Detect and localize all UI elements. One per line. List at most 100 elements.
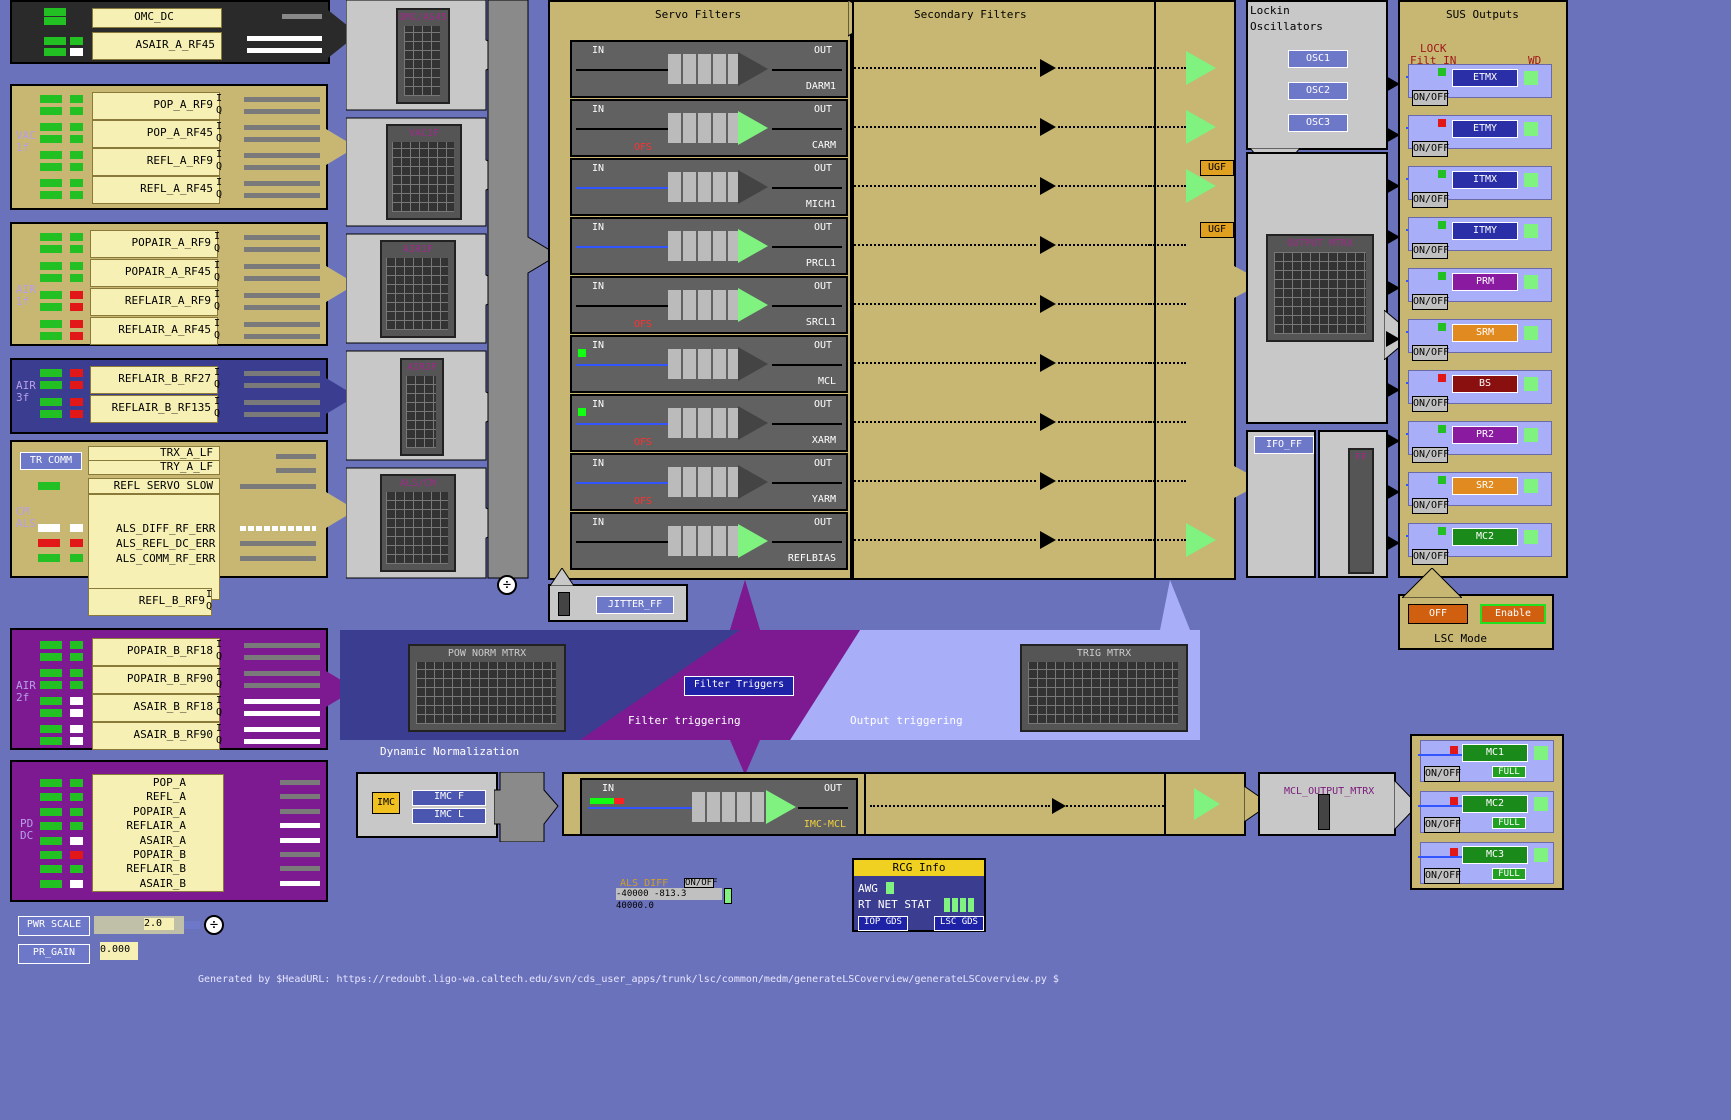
channel-button[interactable]: REFLAIR_B_RF135	[90, 395, 218, 423]
filter-triggers-button[interactable]: Filter Triggers	[684, 676, 794, 696]
pd-channel-label[interactable]: POP_A	[152, 776, 186, 789]
filter-cells[interactable]	[668, 408, 740, 438]
ugf-button-1[interactable]: UGF	[1200, 160, 1234, 176]
als-err-label[interactable]: ALS_REFL_DC_ERR	[116, 537, 216, 550]
trx-label[interactable]: TRX_A_LF	[88, 446, 220, 461]
channel-button[interactable]: REFL_A_RF9	[92, 148, 220, 176]
iop-gds-button[interactable]: IOP GDS	[858, 916, 908, 931]
lsc-mode-off-button[interactable]: OFF	[1408, 604, 1468, 624]
filter-cells[interactable]	[668, 172, 740, 202]
refl-servo-slow-label[interactable]: REFL SERVO SLOW	[88, 478, 220, 494]
sus-sr2-button[interactable]: SR2	[1452, 477, 1518, 495]
imc-f-button[interactable]: IMC F	[412, 790, 486, 806]
als-err-label[interactable]: ALS_COMM_RF_ERR	[116, 552, 216, 565]
sus-etmy-button[interactable]: ETMY	[1452, 120, 1518, 138]
pd-channel-label[interactable]: REFL_A	[146, 790, 186, 804]
mc-onoff-button[interactable]: ON/OFF	[1424, 766, 1461, 782]
sus-pr2-button[interactable]: PR2	[1452, 426, 1518, 444]
mc-full-button[interactable]: FULL	[1492, 817, 1526, 829]
channel-button[interactable]: ASAIR_B_RF18	[92, 694, 220, 722]
filter-cells[interactable]	[668, 467, 740, 497]
sus-onoff-button[interactable]: ON/OFF	[1412, 447, 1449, 463]
osc1-button[interactable]: OSC1	[1288, 50, 1348, 68]
pwr-scale-button[interactable]: PWR SCALE	[18, 916, 90, 936]
mc-onoff-button[interactable]: ON/OFF	[1424, 817, 1461, 833]
osc2-button[interactable]: OSC2	[1288, 82, 1348, 100]
channel-button[interactable]: REFL_A_RF45	[92, 176, 220, 204]
sus-srm-button[interactable]: SRM	[1452, 324, 1518, 342]
mc-full-button[interactable]: FULL	[1492, 766, 1526, 778]
filter-cells[interactable]	[668, 113, 740, 143]
sus-onoff-button[interactable]: ON/OFF	[1412, 141, 1449, 157]
sus-onoff-button[interactable]: ON/OFF	[1412, 498, 1449, 514]
channel-button[interactable]: REFLAIR_A_RF9	[90, 288, 218, 316]
pwr-scale-slider[interactable]: 2.0	[94, 916, 184, 934]
air3f-matrix[interactable]: AIR3F	[400, 358, 444, 456]
filter-cells[interactable]	[668, 526, 740, 556]
sus-onoff-button[interactable]: ON/OFF	[1412, 90, 1449, 106]
pd-channel-label[interactable]: REFLAIR_A	[126, 819, 186, 833]
ugf-button-2[interactable]: UGF	[1200, 222, 1234, 238]
pd-channel-label[interactable]: POPAIR_B	[133, 848, 186, 861]
omc-dc-label[interactable]: OMC_DC	[92, 8, 222, 28]
als-err-label[interactable]: ALS_DIFF_RF_ERR	[116, 522, 216, 535]
channel-button[interactable]: POP_A_RF9	[92, 92, 220, 120]
tr-comm-button[interactable]: TR COMM	[20, 452, 82, 470]
sus-prm-button[interactable]: PRM	[1452, 273, 1518, 291]
mcl-output-matrix[interactable]	[1318, 794, 1330, 830]
filter-cells[interactable]	[668, 231, 740, 261]
pwr-scale-value[interactable]: 2.0	[144, 918, 174, 930]
als-diff-slider[interactable]: -40000 -813.3 40000.0	[616, 888, 722, 911]
pow-norm-matrix[interactable]: POW NORM MTRX	[408, 644, 566, 732]
omc-as45-matrix[interactable]: OMC/AS45	[396, 8, 450, 104]
sus-onoff-button[interactable]: ON/OFF	[1412, 345, 1449, 361]
mc-mc1-button[interactable]: MC1	[1462, 744, 1528, 762]
pr-gain-button[interactable]: PR_GAIN	[18, 944, 90, 964]
divide-icon[interactable]: ÷	[497, 575, 517, 595]
als-diff-onoff-button[interactable]: ON/OFF	[684, 878, 718, 888]
channel-button[interactable]: POPAIR_B_RF90	[92, 666, 220, 694]
pd-channel-label[interactable]: POPAIR_A	[133, 804, 186, 818]
mc-onoff-button[interactable]: ON/OFF	[1424, 868, 1461, 884]
trig-matrix[interactable]: TRIG MTRX	[1020, 644, 1188, 732]
filter-cells[interactable]	[668, 349, 740, 379]
sus-mc2-button[interactable]: MC2	[1452, 528, 1518, 546]
sus-onoff-button[interactable]: ON/OFF	[1412, 549, 1449, 565]
ff-matrix[interactable]: FF	[1348, 448, 1374, 574]
mc-mc3-button[interactable]: MC3	[1462, 846, 1528, 864]
osc3-button[interactable]: OSC3	[1288, 114, 1348, 132]
channel-button[interactable]: REFLAIR_A_RF45	[90, 317, 218, 345]
air1f-matrix[interactable]: AIR1F	[380, 240, 456, 338]
sus-itmy-button[interactable]: ITMY	[1452, 222, 1518, 240]
mc-mc2-button[interactable]: MC2	[1462, 795, 1528, 813]
imc-l-button[interactable]: IMC L	[412, 808, 486, 824]
output-matrix[interactable]: OUTPUT MTRX	[1266, 234, 1374, 342]
pd-channel-label[interactable]: REFLAIR_B	[126, 862, 186, 876]
als-diff-widget[interactable]: ALS DIFF ON/OFF -40000 -813.3 40000.0	[616, 878, 732, 911]
try-label[interactable]: TRY_A_LF	[88, 460, 220, 475]
jitter-ff-button[interactable]: JITTER_FF	[596, 596, 674, 614]
refl-b-rf9-button[interactable]: REFL_B_RF9	[88, 588, 212, 616]
channel-button[interactable]: POP_A_RF45	[92, 120, 220, 148]
imc-label[interactable]: IMC	[372, 792, 400, 814]
channel-button[interactable]: POPAIR_B_RF18	[92, 638, 220, 666]
mc-full-button[interactable]: FULL	[1492, 868, 1526, 880]
divide-icon[interactable]: ÷	[204, 915, 224, 935]
channel-button[interactable]: ASAIR_B_RF90	[92, 722, 220, 750]
channel-button[interactable]: REFLAIR_B_RF27	[90, 366, 218, 394]
imc-mcl-filter[interactable]: IN OUT IMC-MCL	[580, 778, 858, 836]
sus-itmx-button[interactable]: ITMX	[1452, 171, 1518, 189]
filter-cells[interactable]	[692, 792, 764, 822]
filter-cells[interactable]	[668, 290, 740, 320]
sus-onoff-button[interactable]: ON/OFF	[1412, 192, 1449, 208]
channel-button[interactable]: POPAIR_A_RF9	[90, 230, 218, 258]
channel-button[interactable]: POPAIR_A_RF45	[90, 259, 218, 287]
sus-etmx-button[interactable]: ETMX	[1452, 69, 1518, 87]
